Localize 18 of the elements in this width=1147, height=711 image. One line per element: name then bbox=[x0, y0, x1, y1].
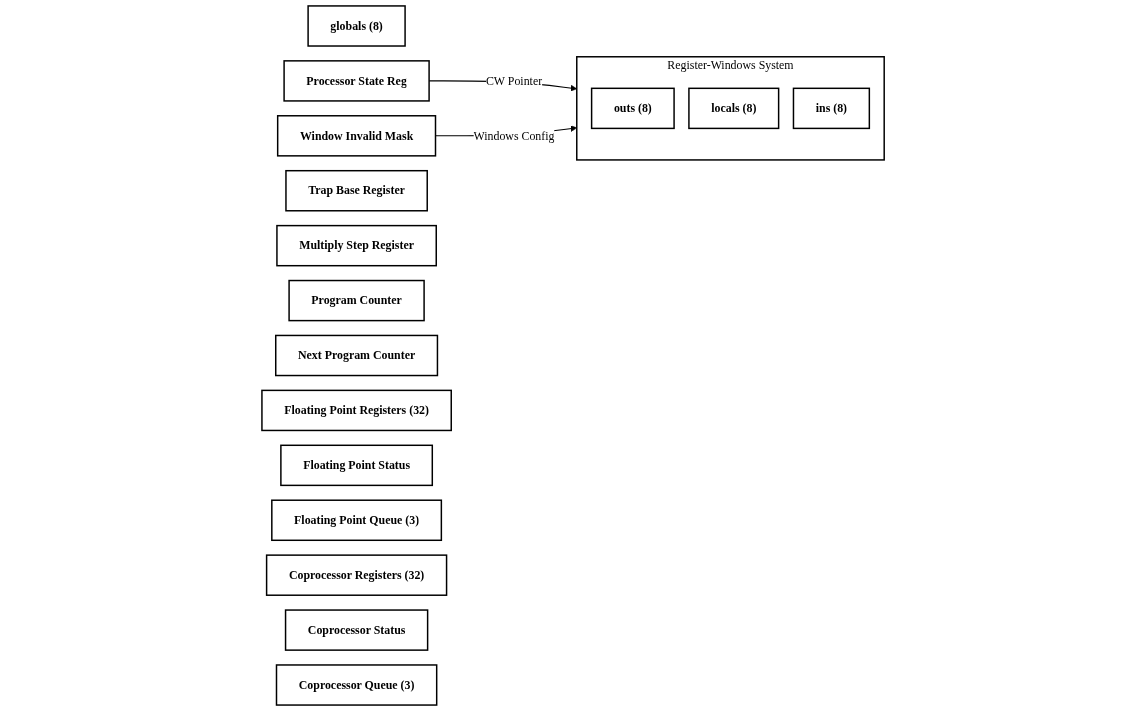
node-box: locals (8) bbox=[688, 87, 780, 130]
node-box: Floating Point Queue (3) bbox=[271, 499, 443, 542]
edge-label: Windows Config bbox=[473, 129, 555, 142]
node-box: outs (8) bbox=[591, 87, 676, 130]
node-box: Floating Point Status bbox=[280, 444, 434, 487]
edge-label: CW Pointer bbox=[486, 74, 543, 87]
node-box: Multiply Step Register bbox=[276, 224, 438, 267]
node-box: Next Program Counter bbox=[275, 334, 439, 377]
node-box: ins (8) bbox=[793, 87, 871, 130]
node-box: Coprocessor Status bbox=[285, 609, 429, 651]
node-box: Processor State Reg bbox=[283, 60, 431, 102]
node-box: Program Counter bbox=[288, 279, 426, 322]
node-box: Trap Base Register bbox=[285, 169, 429, 212]
node-box: globals (8) bbox=[307, 5, 407, 47]
node-box: Coprocessor Registers (32) bbox=[266, 554, 448, 596]
node-box: Window Invalid Mask bbox=[277, 115, 437, 157]
node-box: Floating Point Registers (32) bbox=[261, 389, 453, 432]
node-box: Coprocessor Queue (3) bbox=[276, 664, 438, 706]
